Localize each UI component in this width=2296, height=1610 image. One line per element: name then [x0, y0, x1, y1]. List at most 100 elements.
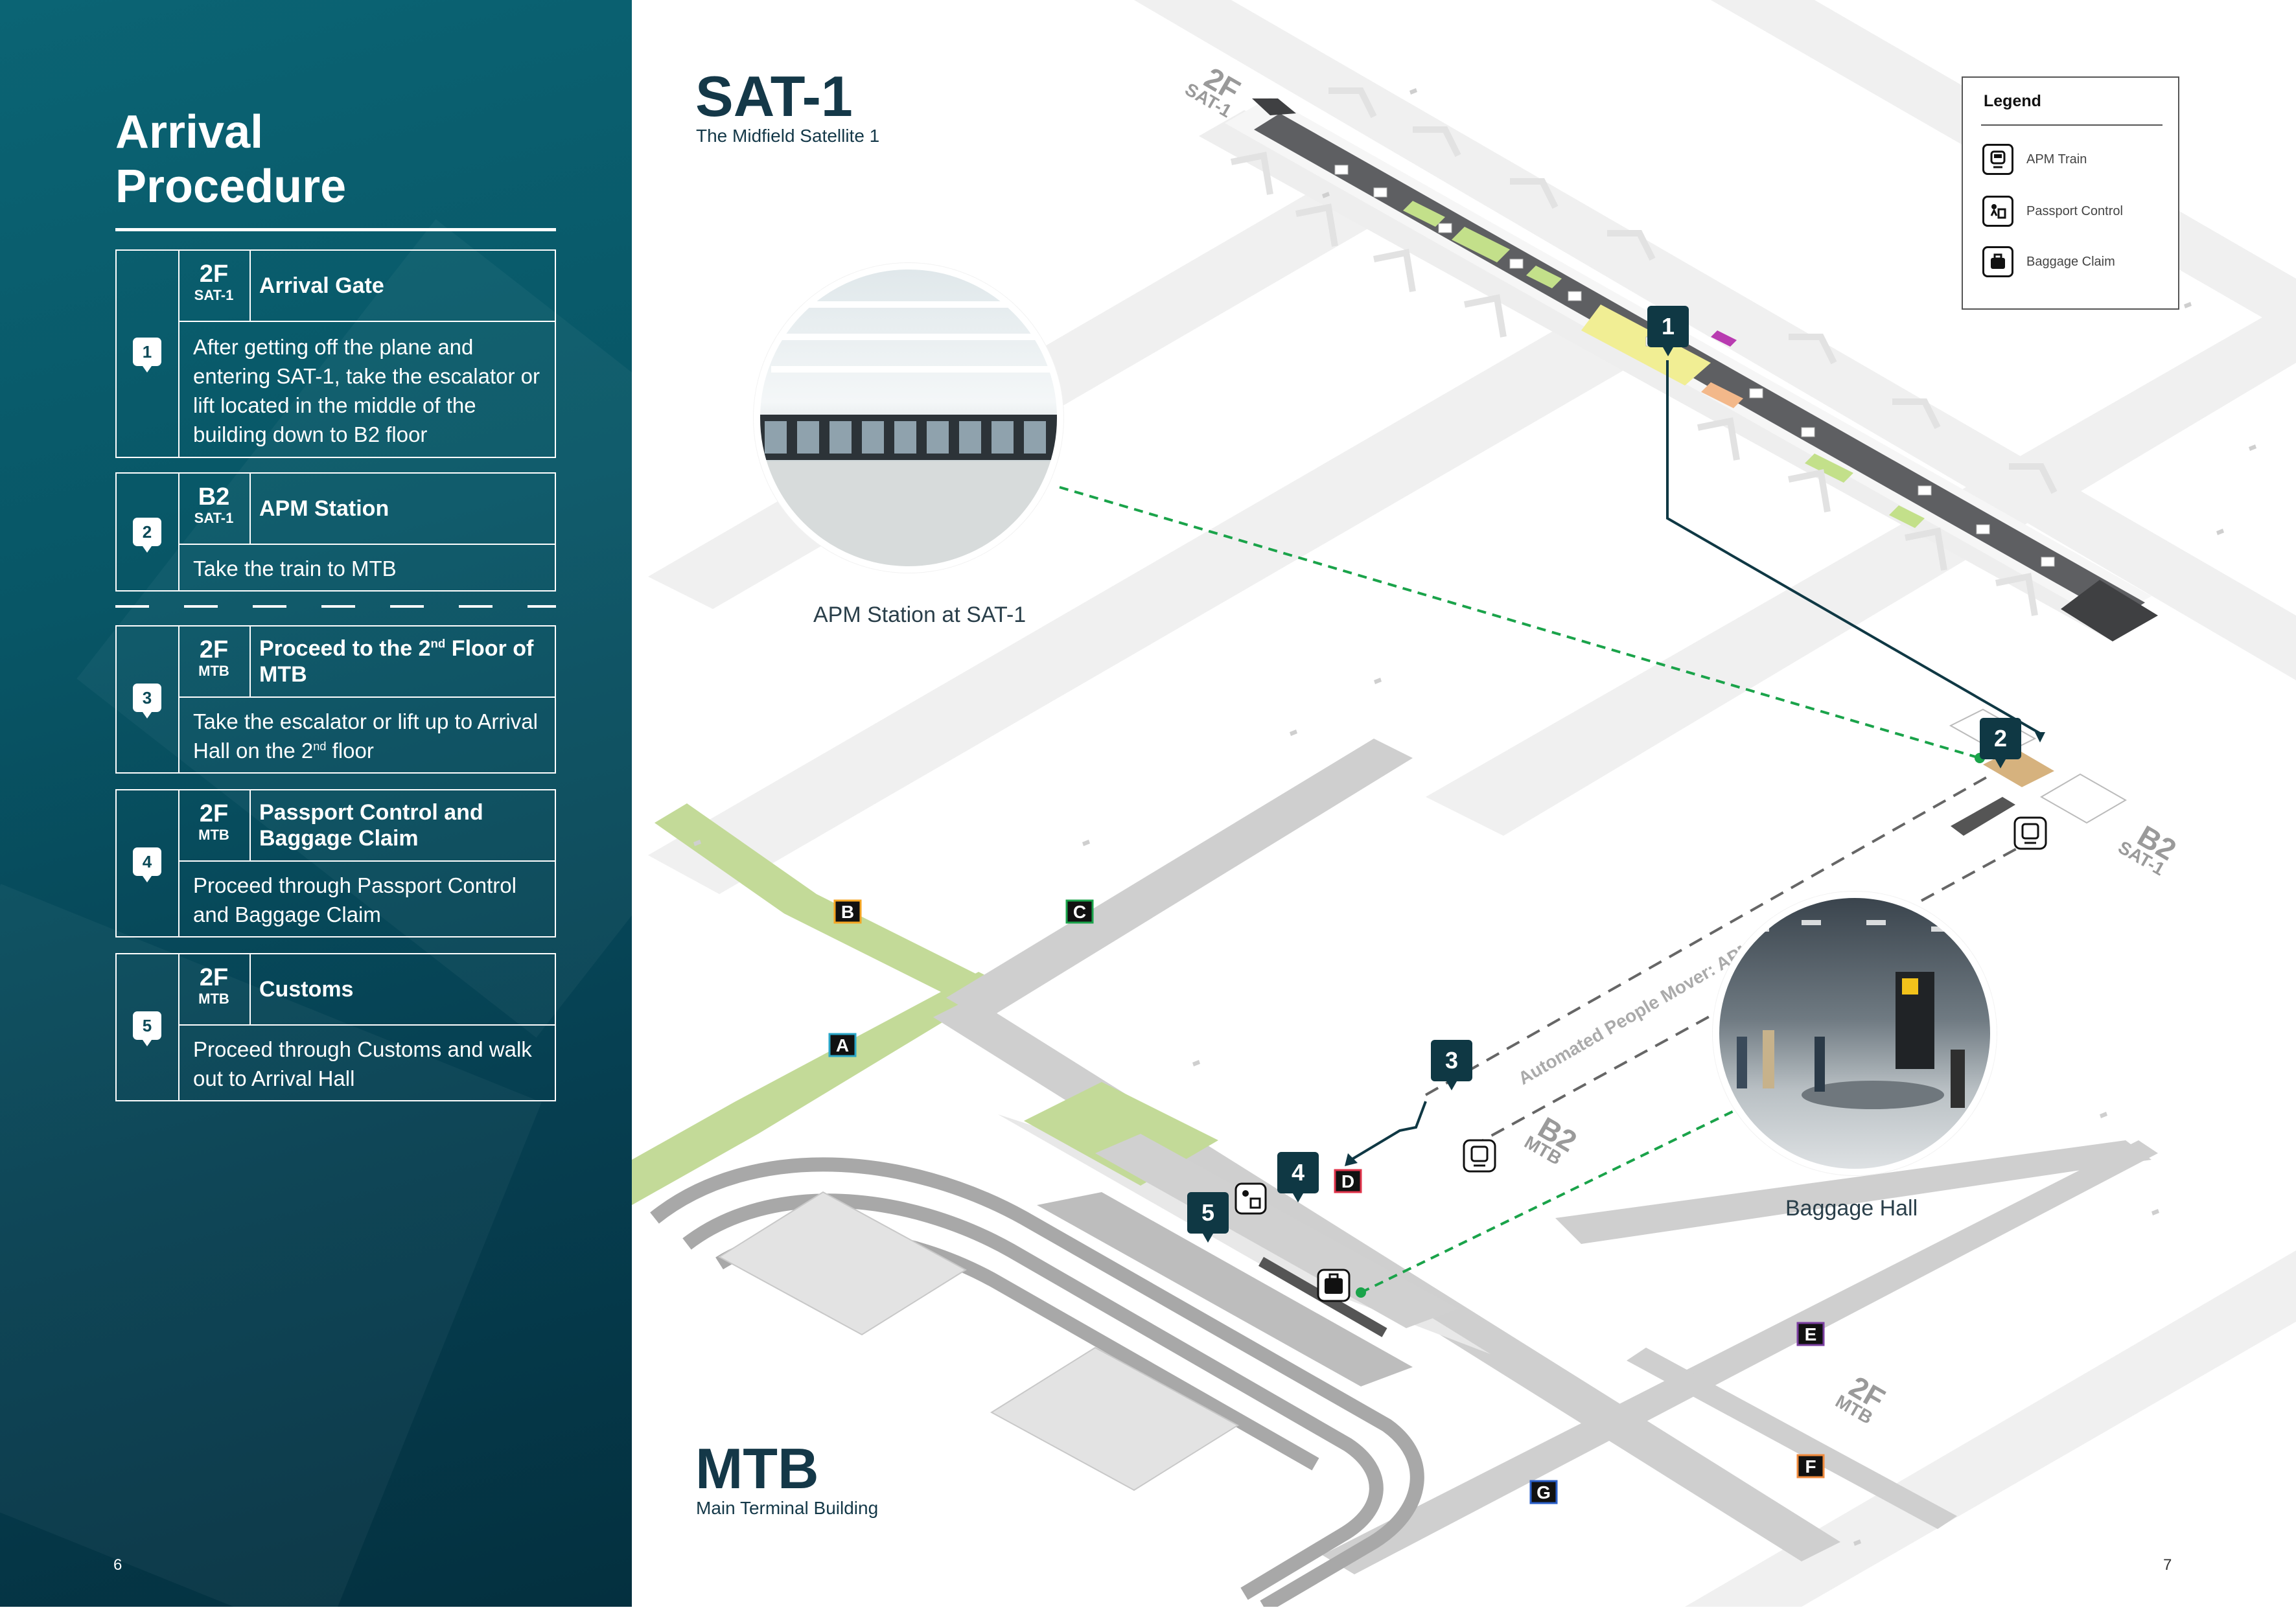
concourse-c: C: [1065, 899, 1094, 924]
floor-level: 2F: [199, 636, 229, 663]
map-apm-train-icon-mtb: [1463, 1139, 1496, 1173]
divider: [178, 321, 555, 322]
step-heading: Arrival Gate: [259, 273, 384, 298]
building-code: MTB: [198, 827, 229, 843]
divider: [178, 544, 555, 545]
legend-item-apm-train: APM Train: [1982, 143, 2087, 176]
passport-control-icon: [1982, 196, 2013, 227]
step-heading: Customs: [259, 977, 354, 1002]
legend-title: Legend: [1984, 92, 2041, 110]
map-drawing: 2F SAT-1: [632, 0, 2296, 1610]
sat1-title: SAT-1: [695, 64, 853, 128]
route-pin-5: 5: [1187, 1192, 1229, 1243]
route-pin-4: 4: [1277, 1152, 1319, 1202]
sat1-building: [1199, 87, 2158, 641]
photo-link-baggage: [1360, 1110, 1734, 1294]
map-baggage-claim-icon: [1317, 1269, 1351, 1302]
floor-level: B2: [198, 483, 230, 511]
description-part: Take the escalator or lift up to Arrival…: [193, 709, 538, 763]
svg-text:F: F: [1805, 1456, 1816, 1477]
mtb-floor-tag: 2F MTB: [1832, 1370, 1890, 1428]
airport-map: 2F SAT-1: [632, 0, 2296, 1610]
svg-text:C: C: [1073, 902, 1086, 922]
step-number-badge: 1: [133, 338, 161, 373]
divider: [178, 696, 555, 698]
parking-lots: [718, 1191, 1239, 1491]
building-code: SAT-1: [194, 510, 234, 526]
description-superscript: nd: [313, 740, 327, 753]
sat1-floor-tag: 2F SAT-1: [1181, 61, 1246, 122]
page-title: Arrival Procedure: [115, 106, 347, 213]
legend-item-baggage-claim: Baggage Claim: [1982, 245, 2115, 279]
legend: Legend APM Train Passport Control Baggag…: [1962, 76, 2179, 310]
step-heading: Proceed to the 2nd Floor of MTB: [259, 627, 544, 696]
concourse-badges: A B C D E F G: [828, 899, 1825, 1504]
heading-part: Proceed to the 2: [259, 636, 431, 661]
building-code: SAT-1: [194, 287, 234, 303]
step-number-column: 3: [117, 627, 180, 772]
svg-text:A: A: [836, 1035, 849, 1055]
apm-tunnel: [1425, 776, 2029, 1148]
divider: [178, 1024, 555, 1026]
step-number-badge: 2: [133, 518, 161, 553]
svg-text:D: D: [1341, 1171, 1354, 1191]
floor-level: 2F: [199, 260, 229, 288]
legend-divider: [1981, 124, 2163, 126]
route-lines: [1059, 360, 2045, 1298]
baggage-photo-caption: Baggage Hall: [1785, 1196, 1918, 1221]
svg-text:B: B: [841, 902, 854, 922]
legend-label: APM Train: [2026, 152, 2087, 167]
concourse-d: D: [1334, 1169, 1362, 1193]
concourse-f: F: [1796, 1454, 1825, 1478]
section-separator: [115, 605, 556, 608]
photo-link-apm: [1059, 486, 1980, 759]
step-description: Proceed through Customs and walk out to …: [193, 1037, 532, 1090]
step-description: After getting off the plane and entering…: [193, 335, 540, 446]
mtb-subtitle: Main Terminal Building: [696, 1498, 879, 1518]
apm-train-icon: [1982, 144, 2013, 175]
floor-level: 2F: [199, 964, 229, 991]
heading-part: Floor of MTB: [259, 636, 534, 687]
b2-sat1-tag: B2 SAT-1: [2115, 819, 2182, 880]
page-number-right: 7: [2163, 1556, 2172, 1574]
legend-item-passport-control: Passport Control: [1982, 194, 2123, 228]
page-number-left: 6: [113, 1556, 122, 1574]
route-pin-3: 3: [1431, 1040, 1472, 1090]
building-code: MTB: [198, 663, 229, 679]
step-heading: APM Station: [259, 496, 389, 521]
route-pin-2: 2: [1980, 718, 2021, 768]
step-heading: Passport Control and Baggage Claim: [259, 800, 483, 851]
baggage-hall-photo: [1712, 891, 1997, 1176]
legend-label: Baggage Claim: [2026, 254, 2115, 269]
description-part: floor: [326, 739, 374, 763]
apm-photo-caption: APM Station at SAT-1: [813, 603, 1026, 627]
mtb-main-terminal: [998, 1082, 1490, 1386]
concourse-g: G: [1529, 1480, 1558, 1504]
step-description: Proceed through Passport Control and Bag…: [193, 873, 516, 926]
sat1-subtitle: The Midfield Satellite 1: [696, 126, 880, 146]
apm-station-photo: [753, 262, 1064, 573]
step-number-column: 4: [117, 790, 180, 936]
concourse-b: B: [833, 899, 862, 924]
step-description: Take the escalator or lift up to Arrival…: [193, 707, 546, 765]
map-apm-train-icon: [2013, 816, 2047, 850]
step-number-badge: 4: [133, 847, 161, 882]
building-code: MTB: [198, 991, 229, 1007]
aircraft-icons: [693, 88, 2256, 1546]
step-description: Take the train to MTB: [193, 557, 397, 581]
divider: [178, 860, 555, 862]
mtb-title: MTB: [695, 1436, 819, 1501]
concourse-e: E: [1796, 1322, 1825, 1346]
floor-level: 2F: [199, 800, 229, 827]
svg-text:G: G: [1536, 1482, 1551, 1502]
route-3-to-4: [1350, 1101, 1427, 1161]
step-number-badge: 5: [133, 1011, 161, 1046]
